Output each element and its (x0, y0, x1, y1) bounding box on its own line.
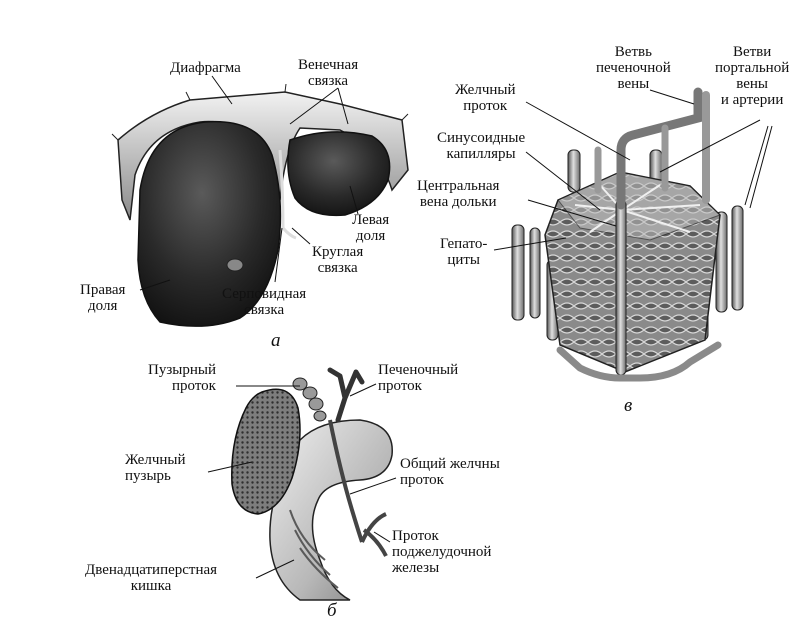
label-diaphragm: Диафрагма (170, 60, 241, 76)
left-lobe-leader (349, 185, 359, 215)
right-lobe-shape (137, 120, 282, 327)
panel-letter-b: б (327, 600, 337, 621)
hepatocytes-leader (493, 237, 567, 251)
label-falciform-ligament: Серповидная связка (222, 286, 307, 318)
sinusoid-leader (525, 151, 601, 211)
falciform-leader (274, 227, 283, 283)
portal-vein-leader (659, 119, 773, 209)
gallbladder-leader (207, 461, 253, 473)
left-lobe-shape (287, 131, 391, 217)
label-hepatic-duct: Печеночный проток (378, 362, 459, 394)
common-bile-duct-shape (328, 419, 364, 543)
hepatic-vein-leader (649, 89, 695, 105)
panel-a-liver (111, 75, 409, 327)
pancreatic-duct-shape (360, 512, 388, 557)
label-pancreatic-duct: Проток поджелудочной железы (392, 528, 492, 576)
duodenum-leader (255, 559, 295, 579)
label-common-bile-duct: Общий желчны проток (400, 456, 500, 488)
pancreatic-leader (373, 531, 391, 543)
common-bile-leader (349, 477, 397, 495)
gallbladder-shape (231, 388, 301, 515)
cystic-duct-shape (292, 377, 327, 422)
label-duodenum: Двенадцатиперстная кишка (85, 562, 218, 594)
label-gallbladder: Желчный пузырь (125, 452, 186, 484)
right-lobe-leader (139, 279, 171, 291)
label-portal-vein-branches: Ветви портальной вены и артерии (715, 44, 790, 108)
coronary-leader (289, 87, 349, 125)
label-hepatocytes: Гепато- циты (440, 236, 488, 268)
panel-v-lobule (493, 87, 773, 382)
panel-letter-a: а (271, 330, 281, 351)
label-hepatic-vein-branch: Ветвь печеночной вены (596, 44, 671, 92)
label-left-lobe: Левая доля (352, 212, 390, 244)
round-leader (291, 227, 311, 245)
hepatic-duct-shape (327, 367, 365, 423)
diaphragm-leader (211, 75, 233, 105)
central-vein-shape (615, 199, 627, 376)
hepatic-vein-branch-shape (616, 87, 703, 210)
label-bile-duct: Желчный проток (455, 82, 516, 114)
falciform-ligament-shape (278, 149, 297, 240)
label-coronary-ligament: Венечная связка (298, 57, 359, 89)
label-round-ligament: Круглая связка (312, 244, 364, 276)
label-right-lobe: Правая доля (80, 282, 126, 314)
bile-duct-leader (525, 101, 631, 161)
hepatic-leader (349, 383, 377, 397)
panel-letter-v: в (624, 395, 633, 416)
label-cystic-duct: Пузырный проток (148, 362, 216, 394)
label-central-vein: Центральная вена дольки (417, 178, 500, 210)
central-vein-leader (527, 199, 617, 227)
duodenum-shape (269, 419, 393, 601)
panel-b-gallbladder (207, 367, 397, 601)
label-sinusoid-capillaries: Синусоидные капилляры (437, 130, 526, 162)
